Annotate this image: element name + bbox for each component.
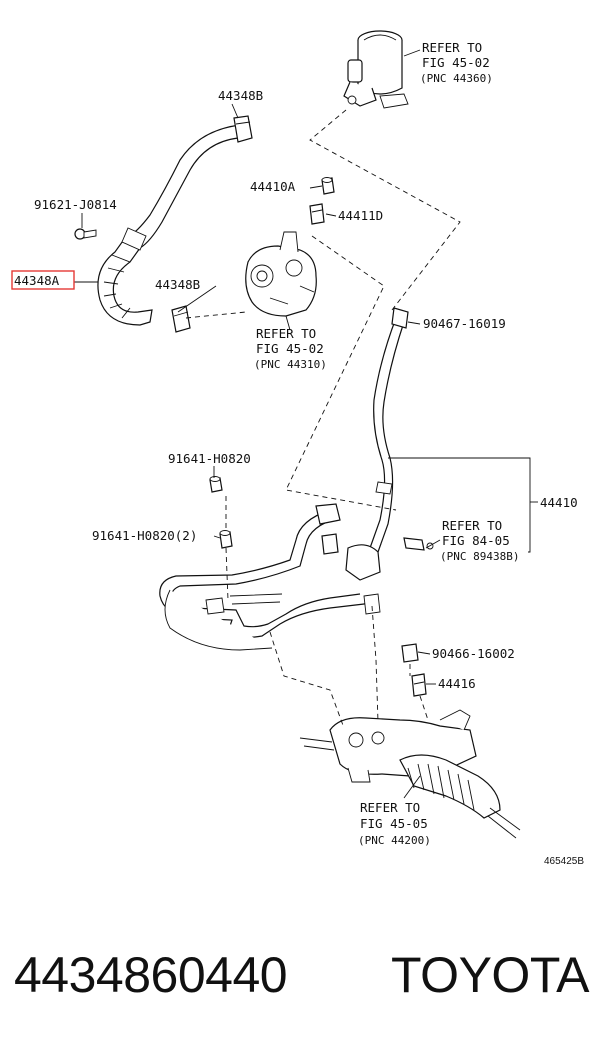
bolt-44410a bbox=[321, 177, 335, 195]
footer: 4434860440 TOYOTA bbox=[14, 940, 589, 1010]
bolt-91641-a bbox=[209, 476, 223, 493]
callout-cooler-ref-2: FIG 84-05 bbox=[442, 533, 510, 548]
label-44348a: 44348A bbox=[14, 273, 60, 288]
label-90466: 90466-16002 bbox=[432, 646, 515, 661]
reservoir-tank bbox=[343, 30, 409, 109]
label-91621: 91621-J0814 bbox=[34, 197, 117, 212]
footer-brand: TOYOTA bbox=[391, 947, 589, 1003]
return-tube-assembly bbox=[159, 503, 381, 651]
callout-pump-ref-1: REFER TO bbox=[256, 326, 316, 341]
steering-gear bbox=[299, 709, 521, 839]
cooler-connector bbox=[403, 537, 434, 551]
label-44411d: 44411D bbox=[338, 208, 383, 223]
gasket-90466 bbox=[401, 643, 419, 663]
callout-gear-ref-3: (PNC 44200) bbox=[358, 834, 431, 847]
clamp-44348b-mid bbox=[171, 305, 191, 333]
bolt-91641-b bbox=[219, 530, 233, 549]
label-90467: 90467-16019 bbox=[423, 316, 506, 331]
figure-id: 465425B bbox=[544, 856, 584, 867]
clamp-44348b-top bbox=[233, 115, 253, 143]
callout-pump-ref-2: FIG 45-02 bbox=[256, 341, 324, 356]
callout-cooler-ref-1: REFER TO bbox=[442, 518, 502, 533]
power-steering-pump bbox=[245, 231, 317, 317]
callout-reservoir-ref-1: REFER TO bbox=[422, 40, 482, 55]
label-44410a: 44410A bbox=[250, 179, 296, 194]
label-44348b-top: 44348B bbox=[218, 88, 263, 103]
hose-44348a bbox=[97, 124, 241, 326]
label-91641-a: 91641-H0820 bbox=[168, 451, 251, 466]
callout-cooler-ref-3: (PNC 89438B) bbox=[440, 550, 519, 563]
label-91641-b: 91641-H0820(2) bbox=[92, 528, 197, 543]
footer-part-number: 4434860440 bbox=[14, 947, 288, 1003]
label-44348b-mid: 44348B bbox=[155, 277, 200, 292]
callout-reservoir-ref-3: (PNC 44360) bbox=[420, 72, 493, 85]
union-44416 bbox=[411, 673, 427, 697]
callout-gear-ref-2: FIG 45-05 bbox=[360, 816, 428, 831]
callout-pump-ref-3: (PNC 44310) bbox=[254, 358, 327, 371]
callout-reservoir-ref-2: FIG 45-02 bbox=[422, 55, 490, 70]
bolt-91621 bbox=[74, 228, 97, 240]
union-44411d bbox=[309, 203, 325, 225]
pressure-tube-44410 bbox=[369, 307, 409, 553]
callout-gear-ref-1: REFER TO bbox=[360, 800, 420, 815]
highlight-box bbox=[11, 270, 75, 290]
label-44410: 44410 bbox=[540, 495, 578, 510]
label-44416: 44416 bbox=[438, 676, 476, 691]
